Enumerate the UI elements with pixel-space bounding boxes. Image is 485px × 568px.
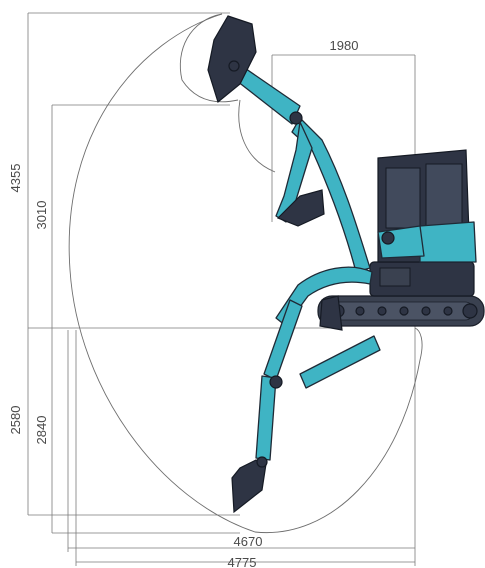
label-dig-depth-vertical: 2580 bbox=[8, 406, 23, 435]
label-dump-height: 3010 bbox=[34, 201, 49, 230]
label-max-height: 4355 bbox=[8, 164, 23, 193]
label-dig-depth-max: 2840 bbox=[34, 416, 49, 445]
label-reach: 4670 bbox=[234, 534, 263, 549]
dimension-labels: 4355 3010 1980 2580 2840 4670 4775 bbox=[8, 38, 358, 568]
dimension-lines bbox=[27, 12, 416, 566]
label-max-reach: 4775 bbox=[228, 555, 257, 568]
boom-arm-raised bbox=[207, 15, 371, 273]
excavator-body bbox=[369, 149, 477, 297]
boom-arm-mid bbox=[275, 121, 325, 227]
boom-arm-lowered bbox=[231, 266, 381, 514]
label-reach-at-ground: 1980 bbox=[330, 38, 359, 53]
track-undercarriage bbox=[317, 295, 485, 331]
